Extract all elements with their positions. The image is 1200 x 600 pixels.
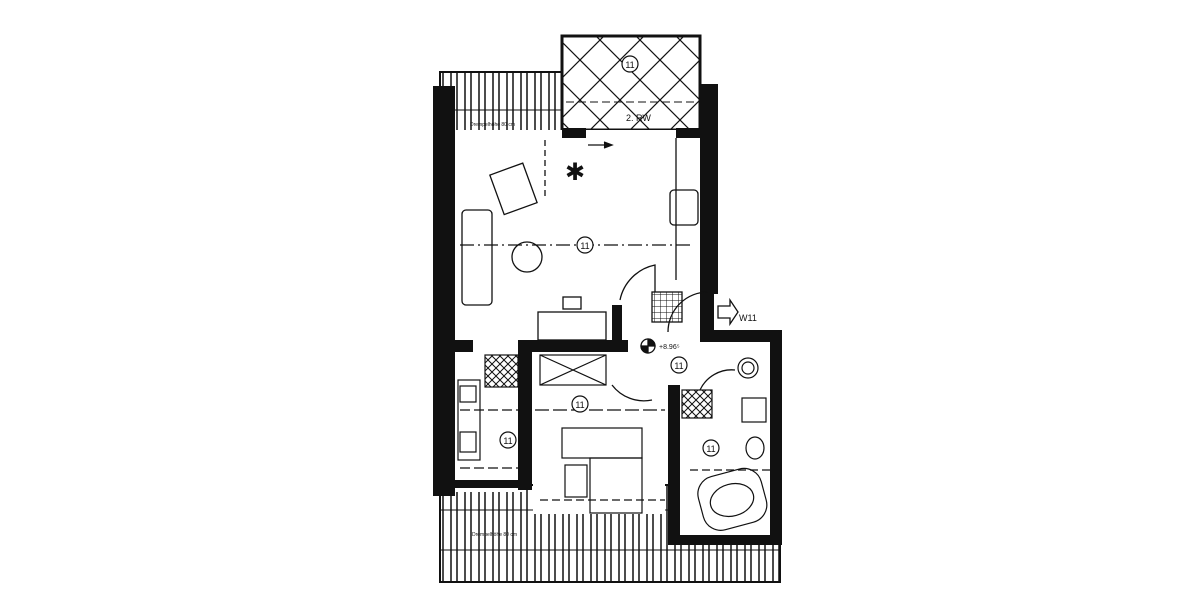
hall [611,291,739,402]
room-marker [499,431,517,449]
walls [433,84,782,545]
knee-wall-label-top: Drempelhöhe 80 cm [470,122,515,128]
bathtub-icon [697,467,768,531]
bedroom [535,354,665,514]
round-table [511,241,543,273]
room-marker [702,439,720,457]
balcony-label: 2. RW [626,113,651,123]
entrance-label: W11 [739,313,757,323]
door-swing [619,264,656,301]
armchair [489,162,538,216]
room-marker [576,236,594,254]
sofa [461,209,493,306]
dining-table [537,311,607,341]
room-marker [670,356,688,374]
bathroom [681,357,770,531]
balcony-top: 11 2. RW [560,34,702,132]
knee-wall-label-bottom: Drempelhöhe 80 cm [472,532,517,538]
room-number: 11 [706,444,715,454]
toilet-icon [745,436,765,460]
plant-icon: ✱ [565,159,585,186]
entrance-arrow-icon [717,297,739,327]
chair [669,189,699,226]
room-marker [571,395,589,413]
sink-icon [741,397,767,423]
room-number: 11 [575,400,584,410]
room-number: 11 [674,361,683,371]
kitchen [457,354,519,469]
room-number: 11 [580,241,589,251]
room-number: 11 [503,436,512,446]
room-marker [621,55,639,73]
living-furniture: ✱ [460,138,699,341]
washer-icon [737,357,759,379]
elevation-label: +8.96⁵ [659,344,680,351]
room-number: 11 [625,60,634,70]
